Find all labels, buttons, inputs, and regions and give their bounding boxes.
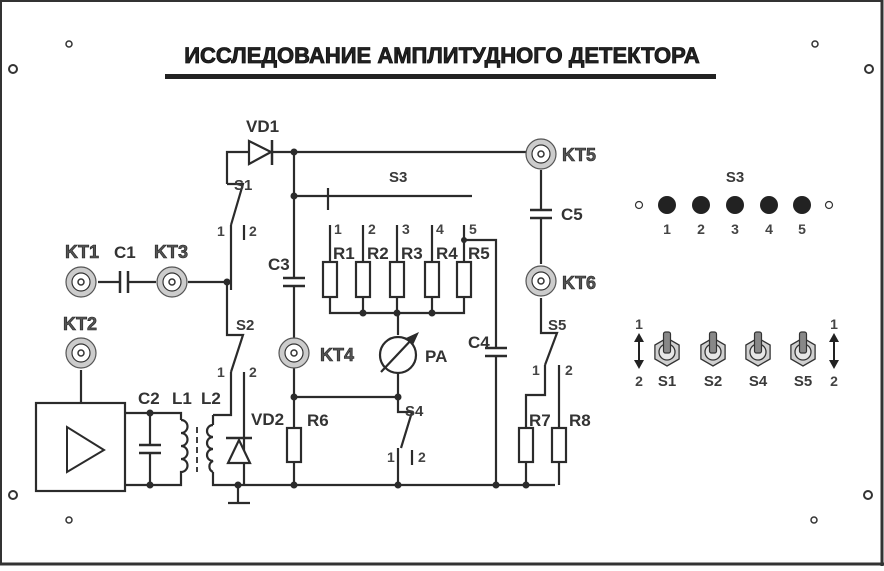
label-l1: L1 bbox=[172, 389, 192, 408]
s3-position-buttons bbox=[658, 196, 811, 214]
pin-s1-2: 2 bbox=[249, 223, 257, 239]
label-s5: S5 bbox=[548, 317, 566, 334]
pin-s4-1: 1 bbox=[387, 449, 395, 465]
connector-kt6[interactable] bbox=[525, 265, 557, 297]
connector-kt3[interactable] bbox=[156, 266, 188, 298]
label-r6: R6 bbox=[307, 411, 329, 430]
label-r8: R8 bbox=[569, 411, 591, 430]
label-s3: S3 bbox=[389, 169, 407, 186]
transformer-l1-l2 bbox=[179, 418, 214, 475]
label-kt6: KT6 bbox=[562, 273, 596, 293]
s3-position-4: 4 bbox=[765, 221, 773, 237]
ammeter-pa-symbol bbox=[378, 332, 419, 375]
wires bbox=[79, 150, 561, 505]
capacitor-symbols bbox=[118, 208, 552, 455]
toggle-s1[interactable] bbox=[654, 331, 680, 367]
toggle-lever[interactable] bbox=[798, 331, 808, 354]
label-vd2: VD2 bbox=[251, 410, 284, 429]
s3-button-3[interactable] bbox=[726, 196, 744, 214]
diode-vd1-symbol bbox=[247, 139, 274, 166]
label-vd1: VD1 bbox=[246, 117, 279, 136]
toggle-pos-1-right: 1 bbox=[830, 316, 838, 332]
pin-s5-1: 1 bbox=[532, 362, 540, 378]
toggle-s2[interactable] bbox=[700, 331, 726, 367]
pin-s3-2: 2 bbox=[368, 221, 376, 237]
label-r1: R1 bbox=[333, 244, 355, 263]
toggle-pos-2-left: 2 bbox=[635, 373, 643, 389]
label-r7: R7 bbox=[529, 411, 551, 430]
toggle-s5[interactable] bbox=[790, 331, 816, 367]
label-r2: R2 bbox=[367, 244, 389, 263]
connector-kt4[interactable] bbox=[278, 337, 310, 369]
title-underline bbox=[165, 74, 716, 79]
page-title: ИССЛЕДОВАНИЕ АМПЛИТУДНОГО ДЕТЕКТОРА bbox=[184, 43, 700, 68]
pin-s2-2: 2 bbox=[249, 364, 257, 380]
pin-s3-3: 3 bbox=[402, 221, 410, 237]
label-c4: C4 bbox=[468, 333, 490, 352]
s3-button-1[interactable] bbox=[658, 196, 676, 214]
pin-s5-2: 2 bbox=[565, 362, 573, 378]
label-r4: R4 bbox=[436, 244, 458, 263]
pin-s3-1: 1 bbox=[334, 221, 342, 237]
s3-button-2[interactable] bbox=[692, 196, 710, 214]
s3-position-2: 2 bbox=[697, 221, 705, 237]
amplifier-block bbox=[34, 401, 127, 493]
pin-s1-1: 1 bbox=[217, 223, 225, 239]
toggle-lever[interactable] bbox=[662, 331, 672, 354]
toggle-pos-1-left: 1 bbox=[635, 316, 643, 332]
label-pa: PA bbox=[425, 347, 447, 366]
toggle-switches bbox=[654, 331, 816, 367]
position-arrow-right-icon bbox=[829, 333, 839, 369]
label-s4: S4 bbox=[405, 403, 424, 420]
connector-kt5[interactable] bbox=[525, 138, 557, 170]
mounting-holes bbox=[8, 40, 874, 524]
s3-position-5: 5 bbox=[798, 221, 806, 237]
label-c2: C2 bbox=[138, 389, 160, 408]
s3-indicator-left bbox=[634, 200, 644, 210]
pin-s3-5: 5 bbox=[469, 221, 477, 237]
position-arrow-left-icon bbox=[634, 333, 644, 369]
toggle-label-s1: S1 bbox=[658, 373, 676, 390]
label-kt5: KT5 bbox=[562, 145, 596, 165]
s3-button-4[interactable] bbox=[760, 196, 778, 214]
toggle-label-s4: S4 bbox=[749, 373, 768, 390]
toggle-s4[interactable] bbox=[745, 331, 771, 367]
resistor-symbols bbox=[285, 260, 568, 464]
label-s1: S1 bbox=[234, 177, 252, 194]
toggle-label-s5: S5 bbox=[794, 373, 812, 390]
diode-vd2-symbol bbox=[226, 436, 252, 465]
connector-kt2[interactable] bbox=[65, 337, 97, 369]
label-kt4: KT4 bbox=[320, 345, 354, 365]
label-s2: S2 bbox=[236, 317, 254, 334]
toggle-label-s2: S2 bbox=[704, 373, 722, 390]
pin-s2-1: 1 bbox=[217, 364, 225, 380]
label-kt2: KT2 bbox=[63, 314, 97, 334]
label-l2: L2 bbox=[201, 389, 221, 408]
toggle-lever[interactable] bbox=[708, 331, 718, 354]
label-kt1: KT1 bbox=[65, 242, 99, 262]
s3-control-label: S3 bbox=[726, 169, 744, 186]
pin-s3-4: 4 bbox=[436, 221, 444, 237]
connector-kt1[interactable] bbox=[65, 266, 97, 298]
label-r5: R5 bbox=[468, 244, 490, 263]
label-c1: C1 bbox=[114, 243, 136, 262]
toggle-pos-2-right: 2 bbox=[830, 373, 838, 389]
junction-dots bbox=[146, 148, 530, 489]
s3-position-3: 3 bbox=[731, 221, 739, 237]
label-c5: C5 bbox=[561, 205, 583, 224]
pin-s4-2: 2 bbox=[418, 449, 426, 465]
s3-indicator-right bbox=[824, 200, 834, 210]
s3-button-5[interactable] bbox=[793, 196, 811, 214]
s3-position-1: 1 bbox=[663, 221, 671, 237]
label-c3: C3 bbox=[268, 255, 290, 274]
label-r3: R3 bbox=[401, 244, 423, 263]
label-kt3: KT3 bbox=[154, 242, 188, 262]
toggle-lever[interactable] bbox=[753, 331, 763, 354]
